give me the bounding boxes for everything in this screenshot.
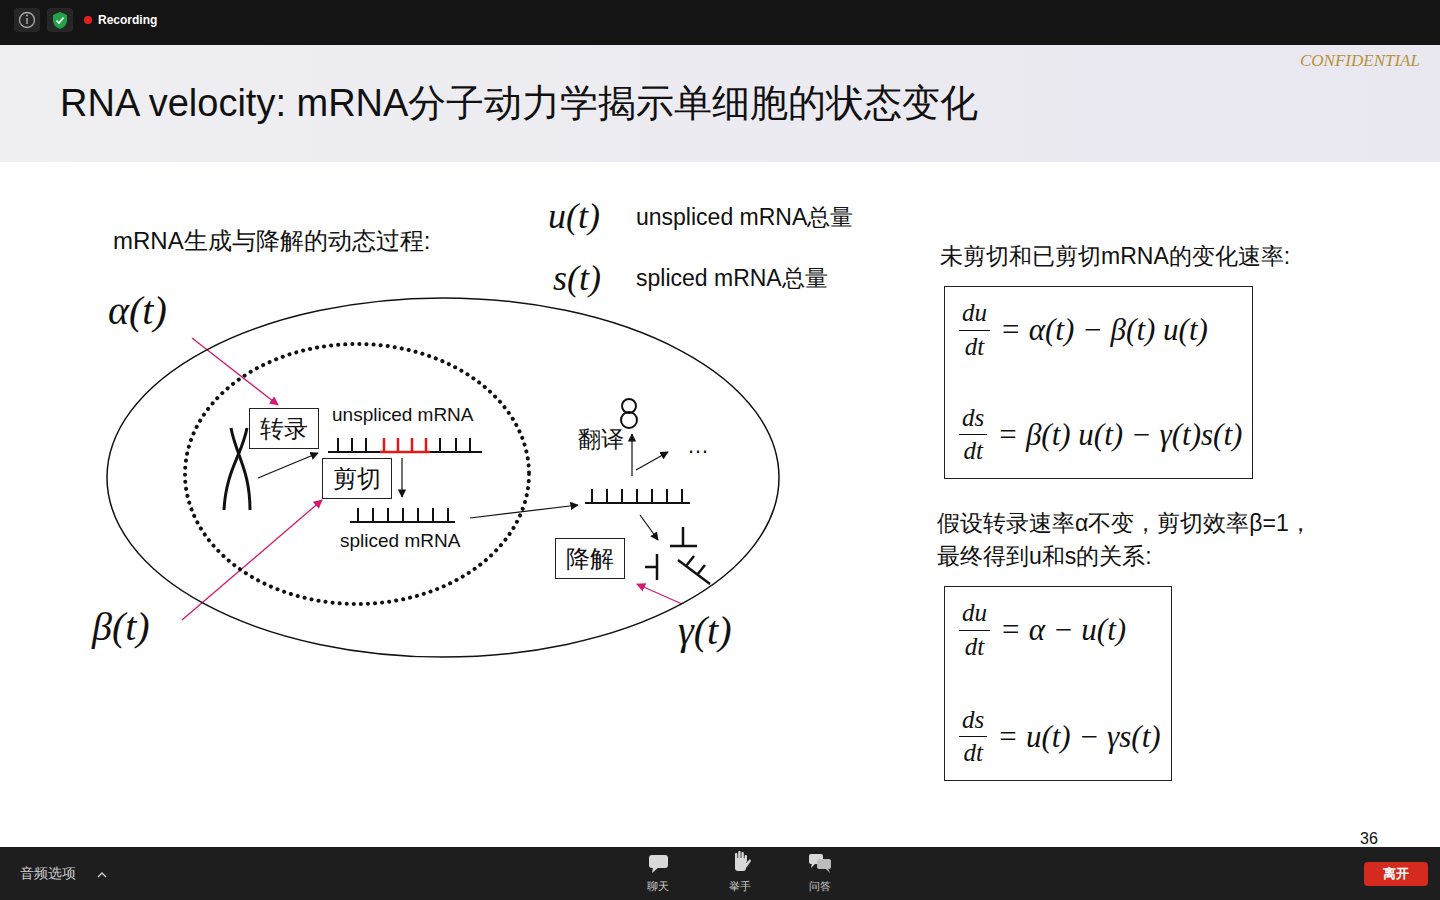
fraction: dudt — [959, 299, 990, 362]
variable-description: spliced mRNA总量 — [636, 265, 828, 293]
box-label: 剪切 — [333, 463, 381, 494]
fraction: dsdt — [959, 706, 987, 769]
cell-ellipse: 翻译 unspliced mRNA spliced mRNA 转录剪切降解 — [107, 298, 779, 657]
pink-leader-lines — [182, 338, 682, 620]
fraction: dudt — [959, 599, 990, 662]
nucleus-ellipse: unspliced mRNA spliced mRNA 转录剪切 — [185, 344, 529, 604]
equation-row: dudt = α(t) − β(t) u(t) — [959, 299, 1242, 362]
molecule-label: unspliced mRNA — [332, 404, 474, 427]
process-box: 转录 — [249, 408, 319, 449]
rate-symbol: β(t) — [92, 603, 150, 651]
equation-box: dudt= α − u(t)dsdt= u(t) − γs(t) — [944, 586, 1172, 781]
equation-row: dsdt = u(t) − γs(t) — [959, 706, 1161, 769]
bottom-bar — [0, 847, 1440, 900]
section-heading: 未剪切和已剪切mRNA的变化速率: — [940, 243, 1290, 271]
rate-symbol: γ(t) — [678, 607, 732, 655]
page-number: 36 — [1360, 829, 1378, 848]
top-bar — [0, 0, 1440, 45]
fraction-numerator: du — [959, 299, 990, 331]
leave-button: 离开 — [1364, 862, 1428, 886]
toolbar-label: 音频选项 — [20, 865, 76, 882]
fraction-denominator: dt — [960, 435, 985, 466]
fraction-numerator: ds — [959, 706, 987, 738]
equation-row: dudt = α − u(t) — [959, 599, 1161, 662]
variable-description: unspliced mRNA总量 — [636, 204, 853, 232]
recording-status: Recording — [98, 13, 157, 27]
toolbar-label: 问答 — [809, 880, 831, 893]
toolbar-label: 聊天 — [647, 880, 669, 893]
rate-symbol: α(t) — [108, 287, 167, 335]
fraction-denominator: dt — [962, 331, 987, 362]
ellipsis: … — [687, 433, 709, 459]
process-label: 翻译 — [578, 426, 624, 454]
fraction: dsdt — [959, 404, 987, 467]
bottom-icons — [98, 851, 831, 877]
fraction-numerator: du — [959, 599, 990, 631]
equation-rhs: = α − u(t) — [1000, 612, 1126, 648]
equation-row: dsdt = β(t) u(t) − γ(t)s(t) — [959, 404, 1242, 467]
section-heading: mRNA生成与降解的动态过程: — [113, 227, 430, 256]
process-box: 剪切 — [322, 458, 392, 499]
watermark: CONFIDENTIAL — [1300, 51, 1420, 71]
molecule-label: spliced mRNA — [340, 530, 460, 553]
variable-symbol: u(t) — [548, 195, 600, 238]
slide-title: RNA velocity: mRNA分子动力学揭示单细胞的状态变化 — [60, 78, 978, 129]
equation-rhs: = u(t) − γs(t) — [997, 719, 1160, 755]
equation-box: dudt= α(t) − β(t) u(t)dsdt= β(t) u(t) − … — [944, 286, 1253, 479]
toolbar-label: 举手 — [729, 880, 751, 893]
variable-symbol: s(t) — [553, 257, 601, 300]
equation-rhs: = β(t) u(t) − γ(t)s(t) — [997, 417, 1242, 453]
fraction-denominator: dt — [962, 631, 987, 662]
mrna-drawings — [258, 399, 710, 584]
box-label: 降解 — [566, 543, 614, 574]
equation-rhs: = α(t) − β(t) u(t) — [1000, 312, 1208, 348]
fraction-numerator: ds — [959, 404, 987, 436]
dna-strand — [224, 428, 250, 510]
box-label: 转录 — [260, 413, 308, 444]
process-box: 降解 — [555, 538, 625, 579]
fraction-denominator: dt — [960, 737, 985, 768]
cell-outline — [107, 298, 779, 657]
note-text: 假设转录速率α不变，剪切效率β=1， 最终得到u和s的关系: — [937, 507, 1332, 573]
top-icons — [14, 8, 92, 32]
